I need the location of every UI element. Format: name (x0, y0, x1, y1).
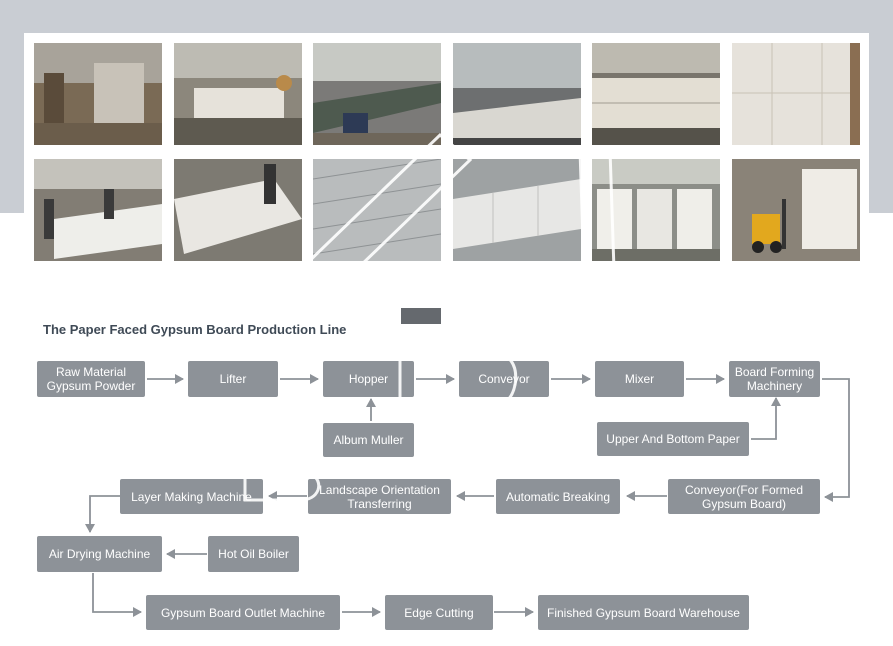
diagram-title: The Paper Faced Gypsum Board Production … (43, 322, 347, 337)
photo-forming-line (174, 159, 302, 261)
step-board-forming: Board Forming Machinery (729, 361, 820, 397)
step-air-drying: Air Drying Machine (37, 536, 162, 572)
step-lifter: Lifter (188, 361, 278, 397)
step-landscape-transfer: Landscape Orientation Transferring (308, 479, 451, 514)
step-outlet-machine: Gypsum Board Outlet Machine (146, 595, 340, 630)
step-hot-oil-boiler: Hot Oil Boiler (208, 536, 299, 572)
photo-factory-1 (34, 43, 162, 145)
step-layer-making: Layer Making Machine (120, 479, 263, 514)
photo-ceiling-tiles-2 (453, 159, 581, 261)
photo-factory-4 (453, 43, 581, 145)
photo-board-stack-1 (732, 43, 860, 145)
step-album-muller: Album Muller (323, 423, 414, 457)
photo-forklift (732, 159, 860, 261)
arrow-forming-to-conveyor-formed (822, 378, 850, 502)
step-warehouse: Finished Gypsum Board Warehouse (538, 595, 749, 630)
step-mixer: Mixer (595, 361, 684, 397)
step-conveyor-formed: Conveyor(For Formed Gypsum Board) (668, 479, 820, 514)
step-edge-cutting: Edge Cutting (385, 595, 493, 630)
photo-factory-5 (592, 43, 720, 145)
step-upper-bottom-paper: Upper And Bottom Paper (597, 422, 749, 456)
photo-factory-2 (174, 43, 302, 145)
step-hopper: Hopper (323, 361, 414, 397)
step-raw-material: Raw Material Gypsum Powder (37, 361, 145, 397)
arrow-paper-to-forming (751, 397, 781, 440)
arrow-layer-to-air-drying (85, 495, 120, 533)
step-conveyor: Conveyor (459, 361, 549, 397)
arrow-air-drying-to-outlet (92, 573, 142, 617)
step-automatic-breaking: Automatic Breaking (496, 479, 620, 514)
photo-workers-line (34, 159, 162, 261)
